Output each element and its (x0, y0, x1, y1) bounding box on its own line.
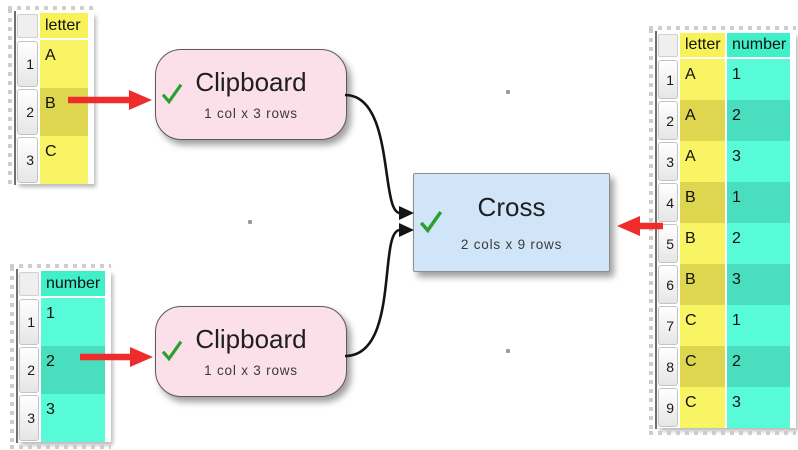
row-number-cell[interactable]: 1 (19, 299, 39, 345)
table-cell[interactable]: 3 (41, 394, 105, 442)
row-number-cell[interactable]: 2 (17, 89, 38, 135)
table-cell[interactable]: C (680, 305, 725, 346)
table-cell[interactable]: A (680, 141, 725, 182)
node-title: Clipboard (195, 66, 307, 97)
column-header[interactable]: number (727, 33, 790, 59)
column-header[interactable]: number (41, 271, 105, 298)
row-number-cell[interactable]: 1 (17, 41, 38, 87)
red-arrowhead-icon (129, 90, 152, 110)
table-cell[interactable]: 1 (727, 59, 790, 100)
row-number-cell[interactable]: 3 (19, 395, 39, 441)
table-cell[interactable]: A (680, 100, 725, 141)
table-cell[interactable]: A (680, 59, 725, 100)
row-number-cell[interactable]: 9 (658, 388, 678, 427)
table-cell[interactable]: 3 (727, 387, 790, 428)
pane-divider (655, 31, 657, 429)
table-cell[interactable]: 2 (727, 100, 790, 141)
table-cell[interactable]: 1 (727, 182, 790, 223)
node-size-label: 1 col x 3 rows (204, 363, 298, 379)
table-cell[interactable]: B (40, 88, 88, 136)
checkmark-icon (160, 81, 184, 110)
row-number-cell[interactable]: 8 (658, 347, 678, 386)
table-cell[interactable]: A (40, 40, 88, 88)
table-cell[interactable]: B (680, 182, 725, 223)
pane-torn-edge (649, 431, 796, 435)
checkmark-icon (160, 338, 184, 367)
node-title: Clipboard (195, 323, 307, 354)
table-cell[interactable]: C (40, 136, 88, 184)
pane-divider (16, 269, 18, 443)
table-cell[interactable]: 1 (41, 298, 105, 346)
node-size-label: 1 col x 3 rows (204, 106, 298, 122)
table-cell[interactable]: 2 (41, 346, 105, 394)
node-cross[interactable]: Cross 2 cols x 9 rows (413, 173, 610, 272)
connector-clipboard-top-to-cross[interactable] (344, 93, 414, 220)
table-cell[interactable]: 2 (727, 223, 790, 264)
column-header[interactable]: letter (40, 13, 88, 40)
corner-cell[interactable] (19, 272, 39, 296)
node-size-label: 2 cols x 9 rows (460, 237, 563, 253)
red-arrowhead-icon (617, 216, 640, 236)
connector-arrowhead-icon (399, 206, 414, 220)
row-number-cell[interactable]: 2 (19, 347, 39, 393)
node-clipboard-bottom[interactable]: Clipboard 1 col x 3 rows (155, 306, 347, 397)
pane-torn-edge (649, 26, 796, 30)
table-cell[interactable]: 1 (727, 305, 790, 346)
pane-torn-edge (10, 264, 111, 268)
corner-cell[interactable] (658, 34, 678, 57)
pane-torn-edge (649, 29, 653, 431)
table-cell[interactable]: B (680, 223, 725, 264)
grid-dot (506, 90, 510, 94)
row-number-cell[interactable]: 7 (658, 306, 678, 345)
table-cell[interactable]: C (680, 346, 725, 387)
connector-arrowhead-icon (399, 223, 414, 237)
corner-cell[interactable] (17, 14, 38, 38)
checkmark-icon (418, 208, 444, 239)
red-arrowhead-icon (130, 347, 153, 367)
column-header[interactable]: letter (680, 33, 725, 59)
pane-torn-edge (8, 6, 94, 10)
row-number-cell[interactable]: 1 (658, 60, 678, 99)
table-cell[interactable]: 3 (727, 141, 790, 182)
row-number-cell[interactable]: 3 (17, 137, 38, 183)
pane-torn-edge (10, 445, 111, 449)
table-cell[interactable]: 2 (727, 346, 790, 387)
row-number-cell[interactable]: 6 (658, 265, 678, 304)
table-cell[interactable]: B (680, 264, 725, 305)
node-title: Cross (477, 191, 546, 222)
connector-clipboard-bottom-to-cross[interactable] (344, 223, 414, 358)
node-clipboard-top[interactable]: Clipboard 1 col x 3 rows (155, 49, 347, 140)
row-number-cell[interactable]: 3 (658, 142, 678, 181)
row-number-cell[interactable]: 4 (658, 183, 678, 222)
pane-torn-edge (8, 9, 12, 187)
pane-divider (14, 11, 16, 185)
table-cell[interactable]: C (680, 387, 725, 428)
grid-dot (248, 220, 252, 224)
pane-torn-edge (10, 267, 14, 445)
row-number-cell[interactable]: 5 (658, 224, 678, 263)
grid-dot (506, 349, 510, 353)
table-cell[interactable]: 3 (727, 264, 790, 305)
row-number-cell[interactable]: 2 (658, 101, 678, 140)
